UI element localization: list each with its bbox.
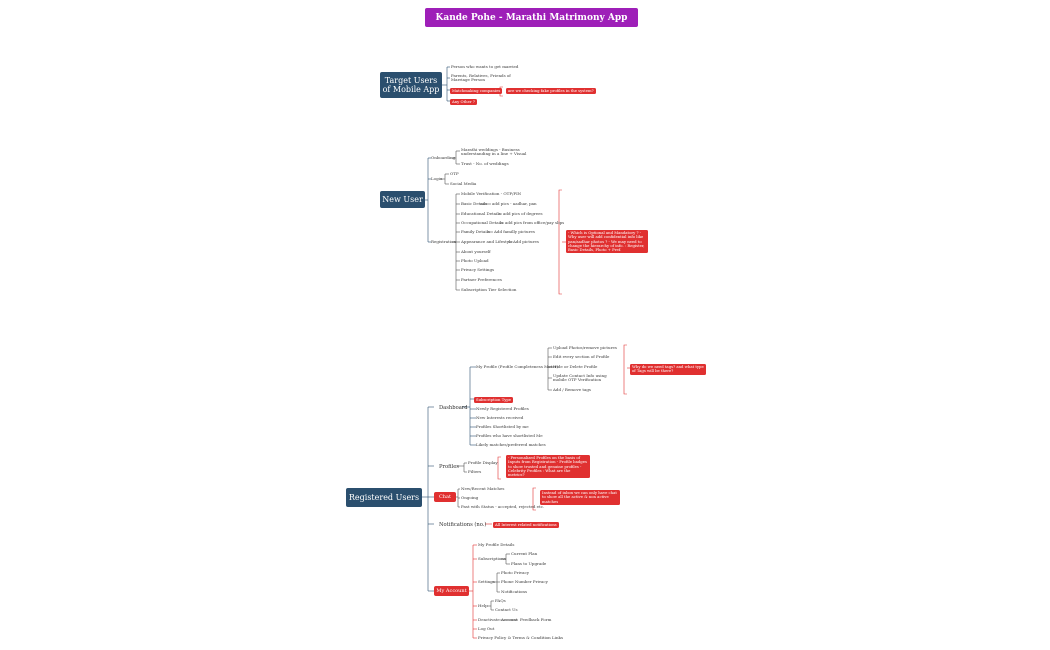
registration-item[interactable]: Photo Upload bbox=[461, 258, 489, 263]
chat-label[interactable]: Chat bbox=[434, 492, 456, 502]
registration-item[interactable]: Partner Preferences bbox=[461, 277, 502, 282]
notifications-note[interactable]: All Interest related notifications bbox=[493, 522, 559, 529]
my-profile-label[interactable]: My Profile (Profile Completeness Meter) bbox=[476, 364, 559, 369]
root-registered-users[interactable]: Registered Users bbox=[346, 488, 422, 507]
bracket bbox=[558, 189, 562, 295]
registration-item[interactable]: Family Details bbox=[461, 229, 490, 234]
onboarding-item[interactable]: Marathi weddings - Business understandin… bbox=[461, 147, 527, 157]
target-item[interactable]: Parents, Relatives, Friends of Marriage … bbox=[451, 73, 511, 83]
dashboard-item[interactable]: New Interests received bbox=[476, 415, 524, 420]
registration-label[interactable]: Registration bbox=[431, 239, 457, 244]
registration-extra[interactable]: add pics - aadhar, pan bbox=[492, 201, 537, 206]
registration-item[interactable]: About yourself bbox=[461, 249, 491, 254]
dashboard-item[interactable]: Likely matches/preferred matches bbox=[476, 442, 546, 447]
account-item[interactable]: Help bbox=[478, 603, 488, 608]
login-label[interactable]: Login bbox=[431, 176, 443, 181]
account-item[interactable]: Deactivate Account bbox=[478, 617, 518, 622]
subscription-type-badge[interactable]: Subscription Type bbox=[474, 397, 514, 404]
settings-item[interactable]: Phone Number Privacy bbox=[501, 579, 548, 584]
account-item[interactable]: My Profile Details bbox=[478, 542, 515, 547]
dashboard-label[interactable]: Dashboard bbox=[439, 405, 468, 411]
login-item[interactable]: OTP bbox=[450, 171, 459, 176]
profiles-note[interactable]: - Personalized Profiles on the basis of … bbox=[506, 455, 590, 479]
target-item[interactable]: Person who wants to get married bbox=[451, 64, 519, 69]
chat-item[interactable]: Past with Status - accepted, rejected et… bbox=[461, 504, 545, 509]
bracket bbox=[623, 344, 627, 395]
my-account-label[interactable]: My Account bbox=[434, 586, 469, 596]
settings-item[interactable]: Notifications bbox=[501, 589, 528, 594]
registration-extra[interactable]: Add pictures bbox=[513, 239, 539, 244]
chat-note[interactable]: Instead of inbox we can only have chat t… bbox=[540, 490, 620, 505]
bracket bbox=[532, 487, 536, 511]
subscriptions-item[interactable]: Plans to Upgrade bbox=[511, 561, 547, 566]
account-item[interactable]: Log Out bbox=[478, 626, 495, 631]
account-item[interactable]: Subscriptions bbox=[478, 556, 506, 561]
registration-note[interactable]: - Which is Optional and Mandatory ? - Wh… bbox=[566, 230, 648, 254]
chat-item[interactable]: New/Recent Matches bbox=[461, 486, 505, 491]
onboarding-item[interactable]: Trust - No. of weddings bbox=[461, 161, 509, 166]
registration-item[interactable]: Mobile Verification - OTP/PIN bbox=[461, 191, 522, 196]
root-new-user[interactable]: New User bbox=[380, 191, 425, 208]
dashboard-item[interactable]: Profiles Shortlisted by me bbox=[476, 424, 529, 429]
registration-item[interactable]: Educational Details bbox=[461, 211, 501, 216]
my-profile-item[interactable]: Upload Photos/remove pictures bbox=[553, 345, 617, 350]
registration-item[interactable]: Appearance and Lifestyle bbox=[461, 239, 513, 244]
settings-item[interactable]: Photo Privacy bbox=[501, 570, 529, 575]
subscriptions-item[interactable]: Current Plan bbox=[511, 551, 538, 556]
my-profile-item[interactable]: Add / Remove tags bbox=[553, 387, 591, 392]
help-item[interactable]: Contact Us bbox=[495, 607, 518, 612]
registration-extra[interactable]: add pics of degrees bbox=[503, 211, 543, 216]
target-item-highlight[interactable]: Matchmaking companies bbox=[450, 88, 503, 95]
my-profile-note[interactable]: Why do we need tags? and what type of Ta… bbox=[630, 364, 706, 375]
bracket bbox=[497, 456, 501, 480]
root-target-users[interactable]: Target Users of Mobile App bbox=[380, 72, 442, 98]
login-item[interactable]: Social Media bbox=[450, 181, 477, 186]
chat-item[interactable]: Ongoing bbox=[461, 495, 479, 500]
map-title[interactable]: Kande Pohe - Marathi Matrimony App bbox=[425, 8, 638, 27]
registration-item[interactable]: Privacy Settings bbox=[461, 267, 495, 272]
dashboard-item[interactable]: Profiles who have shortlisted Me bbox=[476, 433, 543, 438]
registration-extra[interactable]: Add familly pictures bbox=[494, 229, 535, 234]
my-profile-item[interactable]: Update Contact Info using mobile OTP Ver… bbox=[553, 373, 607, 383]
notifications-label[interactable]: Notifications (no.) bbox=[439, 522, 487, 528]
profiles-label[interactable]: Profiles bbox=[439, 464, 459, 470]
target-note[interactable]: are we checking fake profiles in the sys… bbox=[506, 88, 596, 95]
deactivate-extra[interactable]: Feedback Form bbox=[520, 617, 552, 622]
profiles-item[interactable]: Profile Display bbox=[468, 460, 498, 465]
registration-extra[interactable]: add pics from office/pay slips bbox=[505, 220, 565, 225]
help-item[interactable]: FAQs bbox=[495, 598, 506, 603]
target-item-highlight[interactable]: Any Other ? bbox=[450, 99, 477, 106]
registration-item[interactable]: Occupational Details bbox=[461, 220, 504, 225]
registration-item[interactable]: Basic Details bbox=[461, 201, 488, 206]
account-item[interactable]: Privacy Policy & Terms & Condition Links bbox=[478, 635, 563, 640]
my-profile-item[interactable]: Hide or Delete Profile bbox=[553, 364, 598, 369]
my-profile-item[interactable]: Edit every section of Profile bbox=[553, 354, 610, 359]
account-item[interactable]: Settings bbox=[478, 579, 495, 584]
registration-item[interactable]: Subscription Tier Selection bbox=[461, 287, 517, 292]
dashboard-item[interactable]: Newly Registered Profiles bbox=[476, 406, 529, 411]
onboarding-label[interactable]: Onboarding bbox=[431, 155, 456, 160]
profiles-item[interactable]: Filters bbox=[468, 469, 482, 474]
